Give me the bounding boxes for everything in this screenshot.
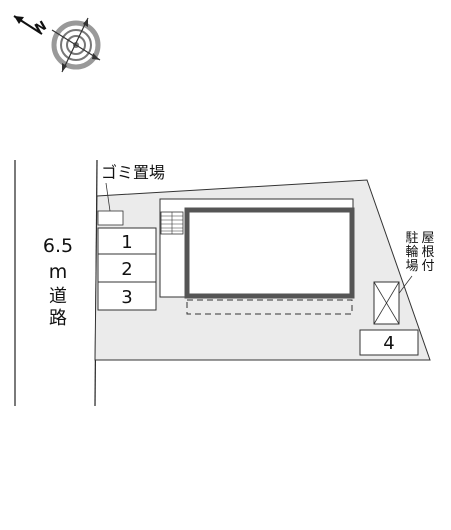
garbage-area-label: ゴミ置場: [101, 163, 165, 182]
parking-space-number: 4: [383, 333, 394, 354]
bicycle-parking-label-char: 根: [421, 245, 434, 260]
road-label-char2: 路: [49, 308, 67, 329]
bicycle-parking-area: [373, 281, 400, 325]
building-balcony: [186, 299, 353, 315]
garbage-leader-line: [105, 182, 111, 212]
stairs-icon: [160, 211, 184, 235]
parking-space-number: 2: [121, 259, 132, 280]
parking-space-number: 3: [121, 287, 132, 308]
road-width-label: 6.5: [43, 235, 73, 257]
parking-space-number: 1: [121, 232, 132, 253]
bicycle-parking-label-char: 場: [405, 259, 418, 274]
bicycle-parking-label-char: 付: [421, 259, 434, 274]
road-label-char1: 道: [49, 286, 67, 307]
bicycle-parking-label-char: 屋: [421, 231, 434, 246]
parking-space-1: 1: [97, 227, 157, 255]
bicycle-parking-label-char: 駐: [405, 231, 418, 246]
bicycle-parking-label-char: 輪: [405, 244, 418, 260]
garbage-area: [97, 210, 124, 226]
building-main: [184, 207, 355, 299]
compass-rose-icon: [13, 15, 101, 73]
parking-space-4: 4: [359, 329, 419, 356]
road-unit-label: m: [49, 261, 68, 283]
north-label: N: [33, 18, 50, 36]
parking-space-3: 3: [97, 281, 157, 311]
parking-space-2: 2: [97, 253, 157, 283]
